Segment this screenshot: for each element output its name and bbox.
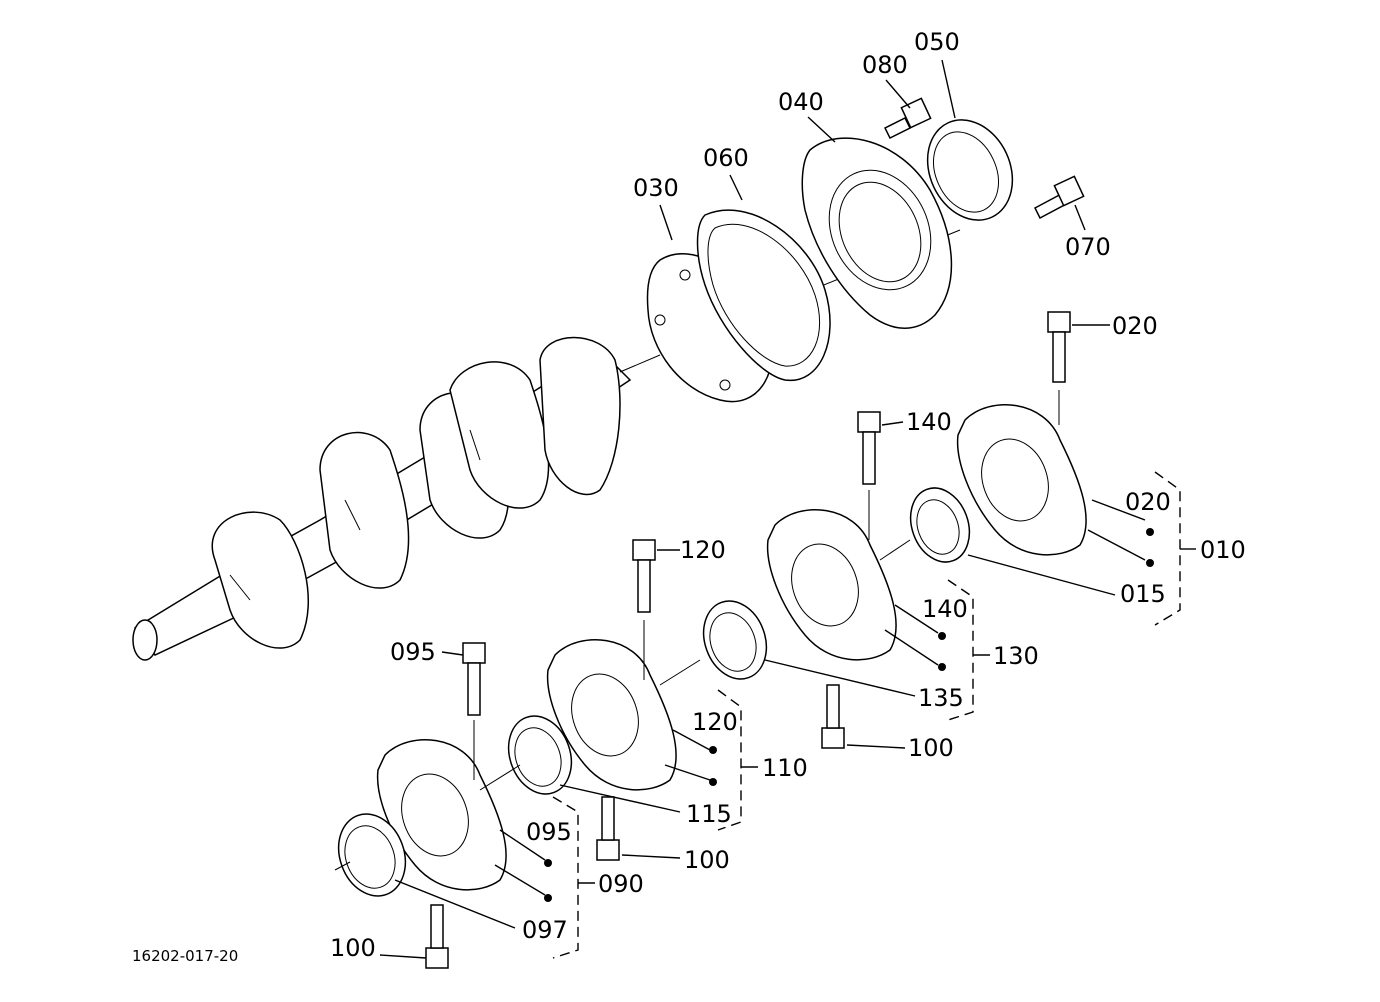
oil-seal-050	[926, 119, 1014, 221]
label-100-middle: 100	[684, 846, 730, 874]
label-030: 030	[633, 174, 679, 202]
label-135: 135	[918, 684, 964, 712]
label-097: 097	[522, 916, 568, 944]
bearing-115	[507, 715, 573, 795]
bolt-100-right	[821, 684, 845, 749]
label-140-bolt: 140	[906, 408, 952, 436]
label-110: 110	[762, 754, 808, 782]
label-100-right: 100	[908, 734, 954, 762]
seal-housing-040	[801, 137, 953, 329]
leader-lines	[379, 59, 1146, 959]
label-115: 115	[686, 800, 732, 828]
bolt-095	[462, 642, 486, 716]
part-labels: 050 080 040 060 030 070 020 140 020 010 …	[330, 28, 1246, 962]
bolt-120	[632, 539, 656, 613]
label-070: 070	[1065, 233, 1111, 261]
label-015: 015	[1120, 580, 1166, 608]
label-090: 090	[598, 870, 644, 898]
label-060: 060	[703, 144, 749, 172]
label-120-group: 120	[692, 708, 738, 736]
bolt-070	[1034, 175, 1085, 220]
gasket-060	[696, 209, 831, 381]
bearing-case-130	[766, 508, 897, 661]
label-095-group: 095	[526, 818, 572, 846]
label-010: 010	[1200, 536, 1246, 564]
label-120-bolt: 120	[680, 536, 726, 564]
bolt-100-middle	[596, 796, 620, 861]
label-050: 050	[914, 28, 960, 56]
drawing-code: 16202-017-20	[132, 947, 238, 965]
bolt-080	[883, 97, 932, 140]
bearing-case-010	[956, 403, 1087, 556]
reference-dots	[544, 528, 1154, 902]
group-brackets	[552, 471, 1196, 959]
label-080: 080	[862, 51, 908, 79]
label-040: 040	[778, 88, 824, 116]
label-020-bolt: 020	[1112, 312, 1158, 340]
label-020-group: 020	[1125, 488, 1171, 516]
bearing-135	[702, 600, 768, 680]
label-095-bolt: 095	[390, 638, 436, 666]
bolt-140	[857, 411, 881, 485]
bolt-100-left	[425, 904, 449, 969]
label-100-left: 100	[330, 934, 376, 962]
label-140-group: 140	[922, 595, 968, 623]
bearing-15	[909, 487, 971, 563]
crankshaft	[132, 336, 632, 661]
center-axis	[619, 354, 661, 373]
bolt-020	[1047, 311, 1071, 383]
label-130: 130	[993, 642, 1039, 670]
